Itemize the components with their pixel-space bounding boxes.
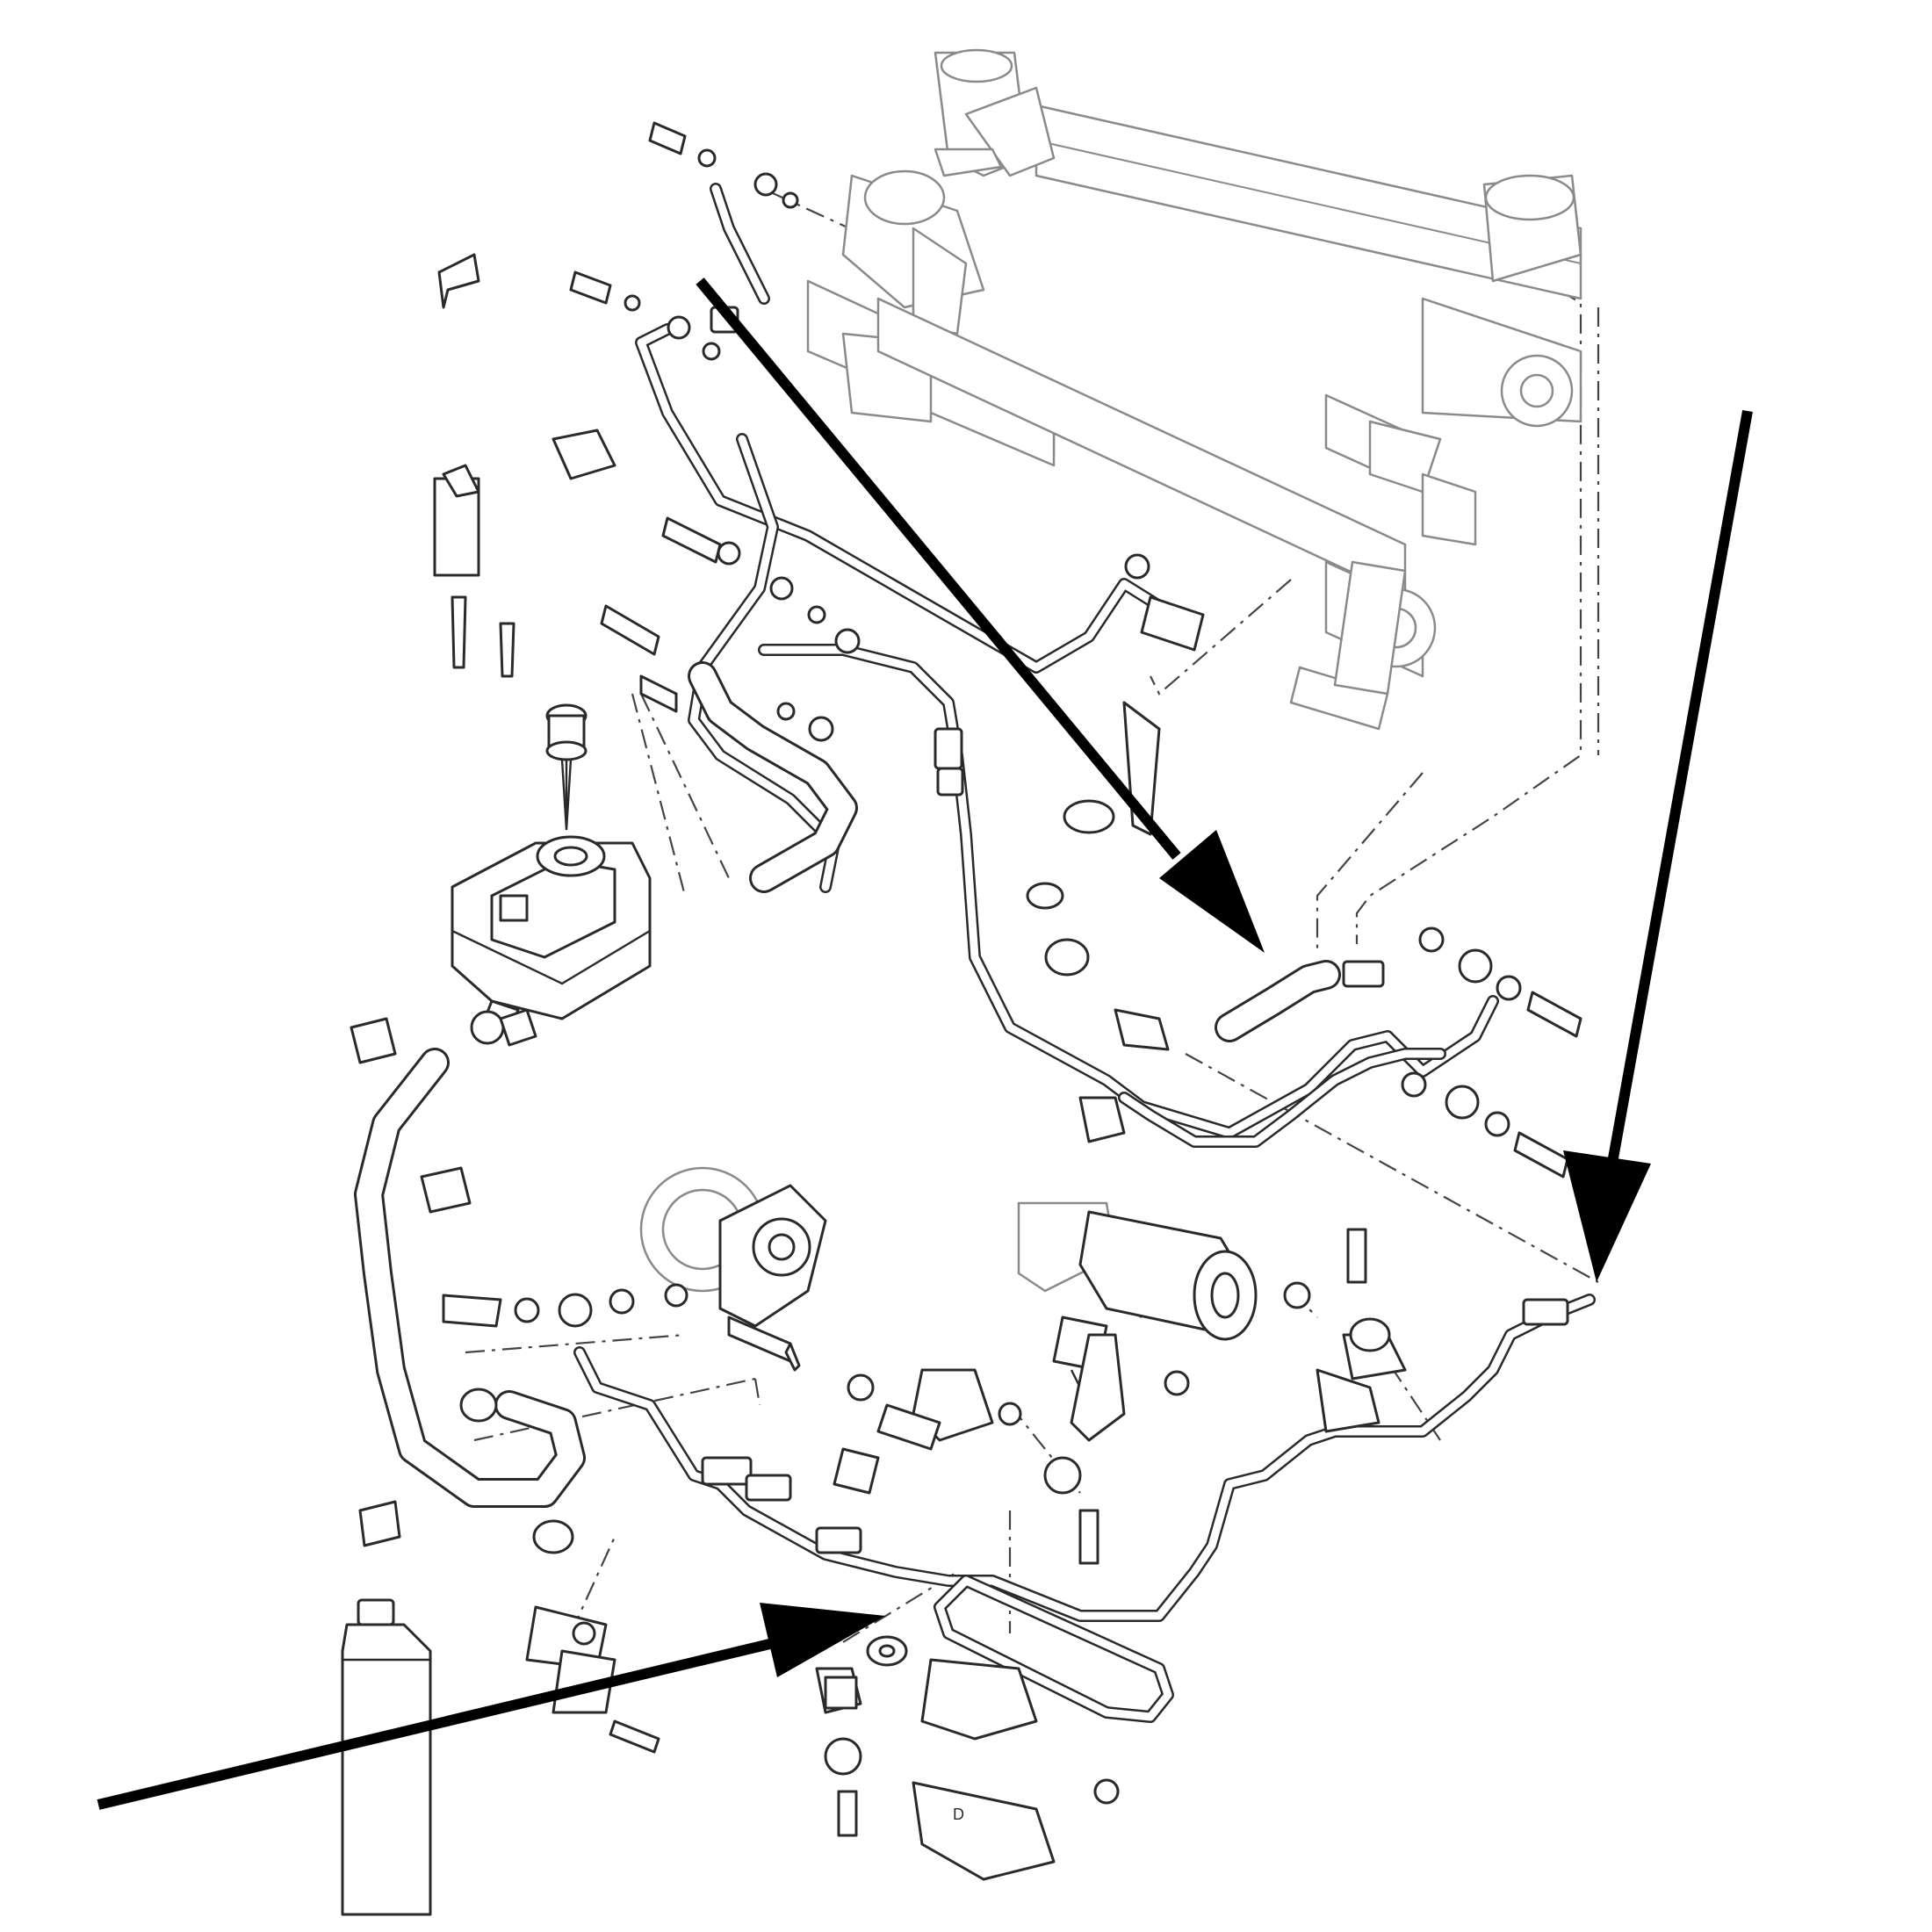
reservoir-hoses xyxy=(354,661,1341,1508)
fluid-bottle xyxy=(341,1598,432,1916)
callout-arrow-right xyxy=(1563,409,1753,1282)
bottle-label-d: D xyxy=(953,1806,964,1823)
callout-arrow-lower xyxy=(97,1603,885,1810)
power-steering-pump xyxy=(639,1166,827,1372)
steering-rack xyxy=(806,48,1582,731)
callout-arrow-upper xyxy=(696,278,1265,953)
small-fittings xyxy=(350,121,1582,1837)
reservoir-cap xyxy=(545,703,588,831)
svg-text:D: D xyxy=(953,1806,964,1823)
rack-return-line xyxy=(1118,1048,1446,1148)
reservoir xyxy=(451,835,652,1047)
rack-feed-lines xyxy=(635,183,1165,674)
assembly-leader-lines xyxy=(465,192,1600,1722)
alternator xyxy=(1017,1201,1258,1424)
cooler-loop xyxy=(934,1575,1174,1723)
